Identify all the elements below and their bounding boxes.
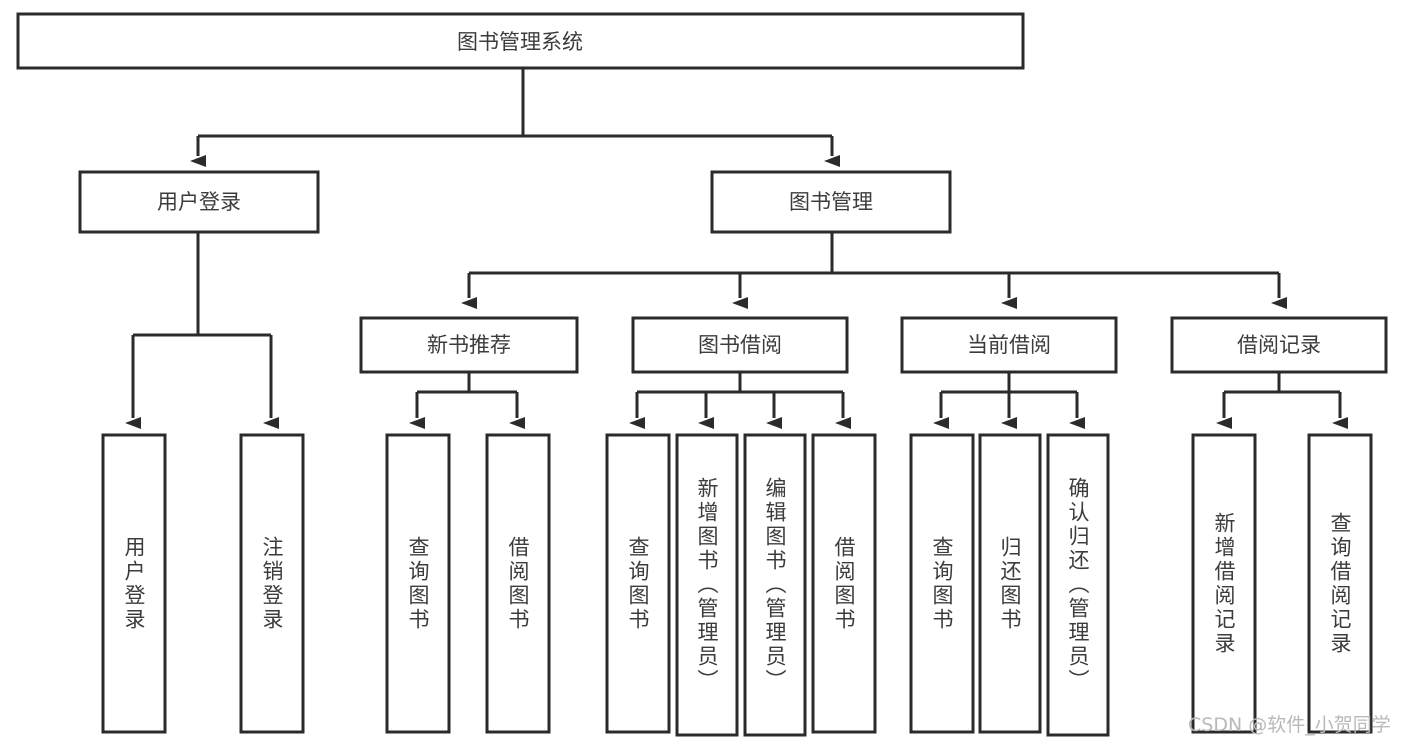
node-leaf-add-book[interactable] — [675, 433, 739, 737]
node-leaf-add-record[interactable] — [1191, 433, 1257, 734]
node-current-borrow[interactable]: 当前借阅 — [900, 316, 1118, 374]
connector-borrowrecord-to-leaves — [1216, 372, 1348, 429]
node-leaf-query-record[interactable] — [1307, 433, 1373, 734]
node-leaf-query-book-rec[interactable] — [385, 433, 451, 734]
node-book-borrow[interactable]: 图书借阅 — [631, 316, 849, 374]
connector-userlogin-to-leaves — [125, 232, 279, 429]
node-leaf-borrow-book-rec[interactable] — [485, 433, 551, 734]
node-leaf-borrow-book-bor[interactable] — [811, 433, 877, 734]
node-book-manage[interactable]: 图书管理 — [710, 170, 952, 234]
node-new-book-rec[interactable]: 新书推荐 — [359, 316, 579, 374]
node-current-borrow-label: 当前借阅 — [967, 333, 1051, 357]
csdn-watermark: CSDN @软件_小贺同学 — [1188, 714, 1391, 736]
node-leaf-logout-login[interactable] — [239, 433, 305, 734]
node-user-login[interactable]: 用户登录 — [78, 170, 320, 234]
node-borrow-record[interactable]: 借阅记录 — [1170, 316, 1388, 374]
node-leaf-return-book[interactable] — [978, 433, 1042, 734]
node-book-borrow-label: 图书借阅 — [698, 333, 782, 357]
connector-currentborrow-to-leaves — [933, 372, 1085, 429]
connector-bookmanage-to-level3 — [461, 232, 1287, 309]
connector-newbookrec-to-leaves — [409, 372, 525, 429]
node-root-label: 图书管理系统 — [457, 30, 583, 54]
node-leaf-edit-book[interactable] — [743, 433, 807, 737]
node-leaf-query-book-bor[interactable] — [605, 433, 671, 734]
node-leaf-confirm-return[interactable] — [1046, 433, 1110, 737]
node-leaf-query-book-cur[interactable] — [909, 433, 975, 734]
node-new-book-rec-label: 新书推荐 — [427, 333, 511, 357]
node-user-login-label: 用户登录 — [157, 190, 241, 214]
connector-root-to-level2 — [190, 68, 840, 167]
node-borrow-record-label: 借阅记录 — [1237, 333, 1321, 357]
node-root[interactable]: 图书管理系统 — [16, 12, 1025, 70]
node-leaf-user-login[interactable] — [101, 433, 167, 734]
node-book-manage-label: 图书管理 — [789, 190, 873, 214]
connector-bookborrow-to-leaves — [629, 372, 851, 429]
